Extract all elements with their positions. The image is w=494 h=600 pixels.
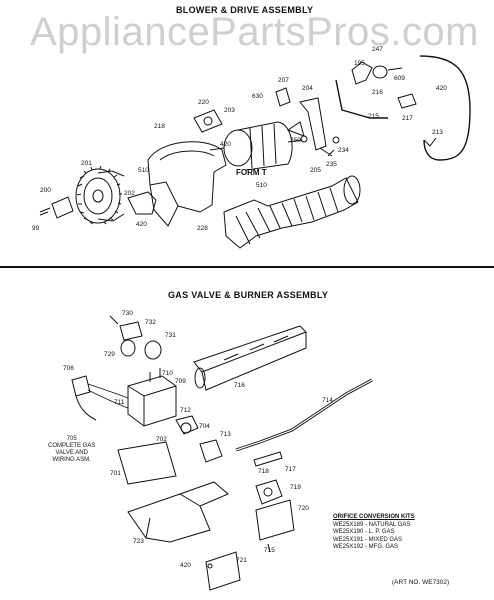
part-callout: 704 xyxy=(199,423,210,430)
part-callout: 204 xyxy=(302,85,313,92)
part-callout: 609 xyxy=(394,75,405,82)
part-callout: 706 xyxy=(63,365,74,372)
orifice-conversion-kits: ORIFICE CONVERSION KITS WE25X189 - NATUR… xyxy=(333,514,415,552)
part-callout: 709 xyxy=(175,378,186,385)
part-callout: 730 xyxy=(122,310,133,317)
part-callout: 715 xyxy=(264,547,275,554)
form-t-label: FORM T xyxy=(236,168,267,177)
part-callout: 200 xyxy=(40,187,51,194)
part-callout: 420 xyxy=(436,85,447,92)
gas-valve-burner-title: GAS VALVE & BURNER ASSEMBLY xyxy=(168,290,329,300)
kit-line: WE25X192 - MFG. GAS xyxy=(333,544,399,551)
part-callout: 216 xyxy=(372,89,383,96)
part-callout: 630 xyxy=(252,93,263,100)
part-callout: 195 xyxy=(354,60,365,67)
part-callout: 420 xyxy=(136,221,147,228)
part-callout: 215 xyxy=(368,113,379,120)
part-callout: 510 xyxy=(256,182,267,189)
kits-heading: ORIFICE CONVERSION KITS xyxy=(333,514,415,520)
part-callout: 723 xyxy=(133,538,144,545)
part-callout: 250 xyxy=(290,137,301,144)
note-line: COMPLETE GAS xyxy=(48,443,96,449)
part-callout: 203 xyxy=(224,107,235,114)
part-callout: 99 xyxy=(32,225,40,232)
part-callout: 228 xyxy=(197,225,208,232)
part-callout: 717 xyxy=(285,466,296,473)
blower-drive-title: BLOWER & DRIVE ASSEMBLY xyxy=(176,5,314,15)
part-callout: 220 xyxy=(198,99,209,106)
part-callout: 235 xyxy=(326,161,337,168)
blower-wheel xyxy=(75,165,125,225)
part-callout: 207 xyxy=(278,77,289,84)
part-callout: 213 xyxy=(432,129,443,136)
art-number: (ART NO. WE7302) xyxy=(392,579,450,586)
blower-housing xyxy=(147,141,227,227)
part-callout: 732 xyxy=(145,319,156,326)
part-callout: 721 xyxy=(236,557,247,564)
part-callout: 719 xyxy=(290,484,301,491)
part-callout: 731 xyxy=(165,332,176,339)
note-line: 705 xyxy=(66,436,77,442)
kit-line: WE25X189 - NATURAL GAS xyxy=(333,521,411,528)
kit-line: WE25X191 - MIXED GAS xyxy=(333,536,403,543)
part-callout: 710 xyxy=(162,370,173,377)
part-callout: 217 xyxy=(402,115,413,122)
kit-line: WE25X190 - L. P. GAS xyxy=(333,529,395,536)
drive-motor xyxy=(209,121,308,171)
part-callout: 510 xyxy=(138,167,149,174)
part-callout: 234 xyxy=(338,147,349,154)
gas-valve xyxy=(127,368,177,427)
part-callout: 701 xyxy=(110,470,121,477)
gas-valve-wiring-note: 705 COMPLETE GAS VALVE AND WIRING ASM. xyxy=(48,436,95,464)
part-callout: 716 xyxy=(234,382,245,389)
part-callout: 718 xyxy=(258,468,269,475)
note-line: VALVE AND xyxy=(55,450,88,456)
part-callout: 712 xyxy=(180,407,191,414)
mounting-bracket xyxy=(127,481,229,543)
part-callout: 714 xyxy=(322,397,333,404)
part-callout: 202 xyxy=(124,190,135,197)
part-callout: 702 xyxy=(156,436,167,443)
section-divider xyxy=(0,266,494,268)
part-callout: 201 xyxy=(81,160,92,167)
part-callout: 247 xyxy=(372,46,383,53)
part-callout: 420 xyxy=(220,141,231,148)
part-callout: 218 xyxy=(154,123,165,130)
part-callout: 713 xyxy=(220,431,231,438)
burner xyxy=(193,325,307,391)
part-callout: 420 xyxy=(180,562,191,569)
exhaust-duct xyxy=(223,175,361,249)
note-line: WIRING ASM. xyxy=(52,457,91,463)
part-callout: 720 xyxy=(298,505,309,512)
part-callout: 205 xyxy=(310,167,321,174)
part-callout: 711 xyxy=(114,399,125,406)
part-callout: 729 xyxy=(104,351,115,358)
